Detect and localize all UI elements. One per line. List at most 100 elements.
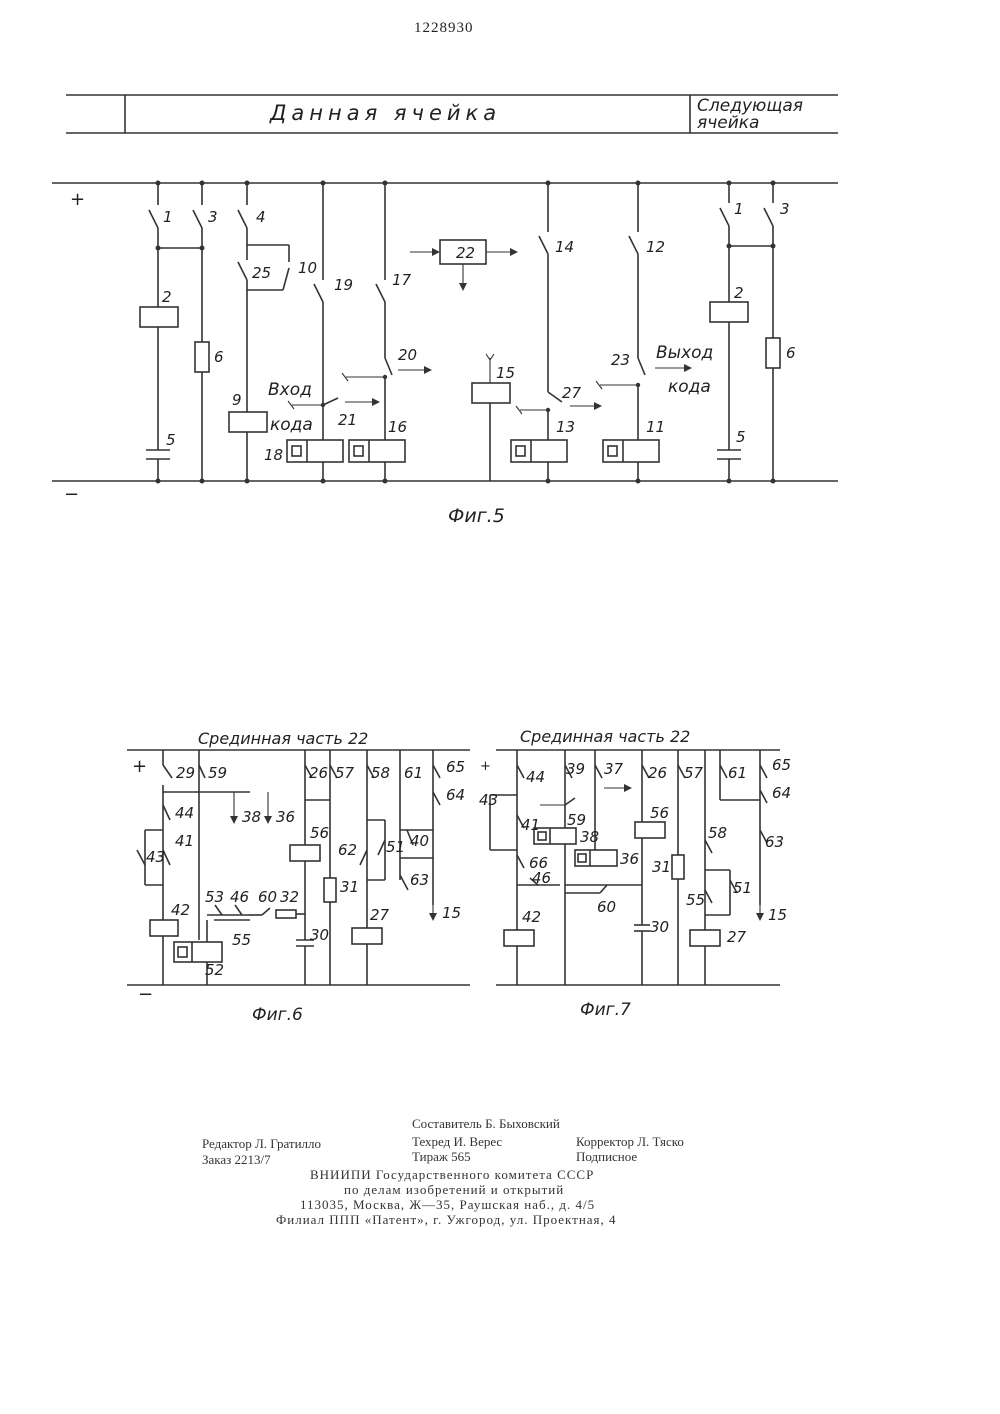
footer-address: 113035, Москва, Ж—35, Раушская наб., д. … — [300, 1197, 595, 1213]
fig5-plus: + — [70, 189, 85, 210]
fig7-label: 44 — [526, 768, 545, 786]
fig6-label: 53 — [205, 888, 224, 906]
fig5-label: 6 — [786, 344, 796, 362]
fig5-caption: Фиг.5 — [448, 505, 505, 527]
fig5-label: 3 — [780, 200, 790, 218]
fig5-label: 12 — [646, 238, 665, 256]
footer-order: Заказ 2213/7 — [202, 1152, 271, 1168]
fig5-label: 16 — [388, 418, 407, 436]
fig5-label: 4 — [256, 208, 266, 226]
fig7-label: 63 — [765, 833, 784, 851]
fig7-label: 38 — [580, 828, 599, 846]
fig6-plus: + — [132, 756, 147, 777]
fig7-label: 66 — [529, 854, 548, 872]
fig5-input-label-2: кода — [270, 415, 313, 435]
fig5-input-label-1: Вход — [268, 380, 312, 400]
fig5-label: 18 — [264, 446, 283, 464]
fig6-title: Срединная часть 22 — [198, 729, 368, 748]
fig7-label: 26 — [648, 764, 667, 782]
fig5-label: 6 — [214, 348, 224, 366]
fig7-label: 65 — [772, 756, 791, 774]
fig5-label: 5 — [166, 431, 176, 449]
footer-circulation: Тираж 565 — [412, 1149, 471, 1165]
fig7-label: 36 — [620, 850, 639, 868]
footer-editor: Редактор Л. Гратилло — [202, 1136, 321, 1152]
fig5-label: 23 — [611, 351, 630, 369]
fig5-label: 21 — [338, 411, 357, 429]
fig5-label: 13 — [556, 418, 575, 436]
fig7-label: 51 — [733, 879, 752, 897]
fig6-label: 27 — [370, 906, 390, 924]
fig5-label: 17 — [392, 271, 412, 289]
fig5-label: 19 — [334, 276, 353, 294]
fig6-label: 52 — [205, 961, 224, 979]
fig5-minus: − — [64, 484, 79, 505]
fig6-label: 60 — [258, 888, 277, 906]
fig5-label: 22 — [456, 244, 475, 262]
fig7-label: 39 — [566, 760, 585, 778]
fig5-label: 11 — [646, 418, 665, 436]
fig5-label: 2 — [734, 284, 744, 302]
fig7-label: 64 — [772, 784, 791, 802]
fig7-label: 31 — [652, 858, 671, 876]
fig6-label: 56 — [310, 824, 329, 842]
fig6-minus: − — [138, 984, 153, 1005]
fig6-label: 36 — [276, 808, 295, 826]
fig7-label: 56 — [650, 804, 669, 822]
footer-corrector: Корректор Л. Тяско — [576, 1134, 684, 1150]
fig6-label: 55 — [232, 931, 251, 949]
footer-subscription: Подписное — [576, 1149, 637, 1165]
fig6-label: 62 — [338, 841, 357, 859]
fig6-label: 41 — [175, 832, 194, 850]
fig6-label: 64 — [446, 786, 465, 804]
fig6-label: 46 — [230, 888, 249, 906]
fig5-label: 9 — [232, 391, 242, 409]
fig6-label: 30 — [310, 926, 329, 944]
fig5-label: 27 — [562, 384, 582, 402]
fig6-label: 40 — [410, 832, 429, 850]
fig6-label: 61 — [404, 764, 423, 782]
fig7-label: 43 — [479, 791, 498, 809]
fig5-label: 5 — [736, 428, 746, 446]
fig7-label: 57 — [684, 764, 704, 782]
footer-org-line2: по делам изобретений и открытий — [344, 1182, 564, 1198]
fig6-label: 43 — [146, 848, 165, 866]
fig7-caption: Фиг.7 — [580, 1000, 631, 1020]
fig7-label: 37 — [604, 760, 624, 778]
footer-compiler: Составитель Б. Быховский — [412, 1116, 560, 1132]
fig7-label: 27 — [727, 928, 747, 946]
fig5-label: 1 — [163, 208, 173, 226]
fig6-label: 65 — [446, 758, 465, 776]
fig6-label: 58 — [371, 764, 390, 782]
fig7-label: 61 — [728, 764, 747, 782]
fig6-label: 38 — [242, 808, 261, 826]
fig7-label: 30 — [650, 918, 669, 936]
fig5-label: 10 — [298, 259, 317, 277]
fig6-label: 59 — [208, 764, 227, 782]
fig6-label: 44 — [175, 804, 194, 822]
fig7-plus: + — [480, 759, 491, 774]
fig6-caption: Фиг.6 — [252, 1005, 303, 1025]
fig5-label: 25 — [252, 264, 271, 282]
fig5-label: 15 — [496, 364, 515, 382]
fig5-output-label-2: кода — [668, 377, 711, 397]
fig7-label: 41 — [521, 816, 540, 834]
fig7-label: 60 — [597, 898, 616, 916]
fig6-label: 63 — [410, 871, 429, 889]
fig7-label: 59 — [567, 811, 586, 829]
footer-techred: Техред И. Верес — [412, 1134, 502, 1150]
fig7-label: 55 — [686, 891, 705, 909]
fig5-header-cell: Данная ячейка — [269, 101, 501, 125]
fig5-label: 2 — [162, 288, 172, 306]
fig5-label: 1 — [734, 200, 744, 218]
fig7-title: Срединная часть 22 — [520, 727, 690, 746]
fig6-label: 51 — [386, 838, 405, 856]
fig7-label: 58 — [708, 824, 727, 842]
fig6-label: 29 — [176, 764, 195, 782]
fig7-label: 15 — [768, 906, 787, 924]
fig5-label: 14 — [555, 238, 574, 256]
fig5-label: 20 — [398, 346, 417, 364]
fig6-label: 31 — [340, 878, 359, 896]
fig5-header-next-2: ячейка — [697, 113, 759, 133]
